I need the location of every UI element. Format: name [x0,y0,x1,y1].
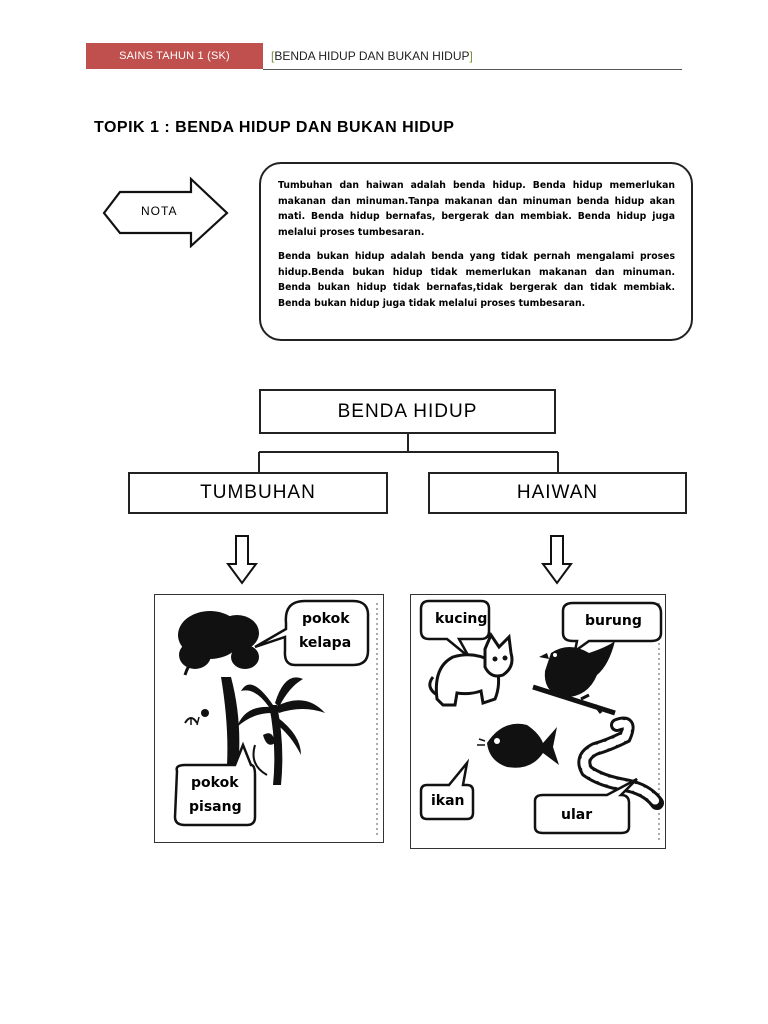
box-benda-hidup-label: BENDA HIDUP [338,401,478,423]
animals-panel: kucing burung ikan ular [410,594,666,849]
label-pokok-pisang-1: pokok [191,775,239,791]
callout-ikan [421,763,473,819]
label-burung: burung [585,613,642,629]
down-arrow-icon [540,534,574,586]
label-pokok-kelapa-2: kelapa [299,635,351,651]
label-pokok-pisang-2: pisang [189,799,242,815]
down-arrow-icon [225,534,259,586]
animals-illustration [411,595,666,849]
label-pokok-kelapa-1: pokok [302,611,350,627]
box-haiwan: HAIWAN [428,472,687,514]
fish-icon [477,724,559,768]
callout-kucing [421,601,489,657]
label-ikan: ikan [431,793,465,809]
cat-icon [430,635,512,705]
label-ular: ular [561,807,592,823]
box-tumbuhan-label: TUMBUHAN [200,482,316,504]
box-haiwan-label: HAIWAN [517,482,598,504]
plants-panel: pokok kelapa pokok pisang [154,594,384,843]
callout-ular [535,779,637,833]
box-tumbuhan: TUMBUHAN [128,472,388,514]
box-benda-hidup: BENDA HIDUP [259,389,556,434]
bird-icon [533,641,615,713]
label-kucing: kucing [435,611,487,627]
